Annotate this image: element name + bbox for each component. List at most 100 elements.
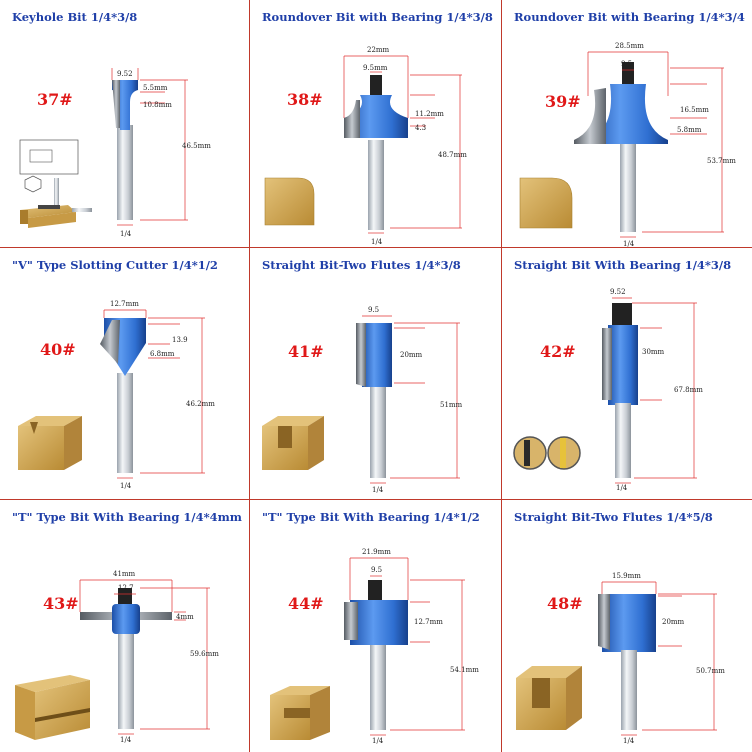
dim-label: 12.7mm <box>414 618 443 626</box>
item-number: 37# <box>37 90 73 109</box>
dim-label: 53.7mm <box>707 157 736 165</box>
keyhole-bit-diagram: 9.52 5.5mm 10.8mm 46.5mm 1/4 <box>19 68 211 238</box>
dim-label: 9.5 <box>368 306 379 314</box>
shank <box>368 140 384 230</box>
dim-label: 4mm <box>176 613 194 621</box>
panel-title: "T" Type Bit With Bearing 1/4*4mm <box>12 510 242 524</box>
wood-sample <box>262 416 324 470</box>
dim-label: 9.52 <box>117 70 133 78</box>
carbide-tip <box>602 328 612 400</box>
roundover-bit-diagram: 28.5mm 9.5 16.5mm 5.8mm 53.7mm 1/4 <box>519 42 736 248</box>
dim-label: 15.9mm <box>612 572 641 580</box>
dim-label: 1/4 <box>120 736 132 744</box>
dim-label: 5.5mm <box>143 84 168 92</box>
dim-label: 54.1mm <box>450 666 479 674</box>
dim-label: 20mm <box>400 351 423 359</box>
dim-label: 4.3 <box>415 124 426 132</box>
panel-title: Straight Bit-Two Flutes 1/4*5/8 <box>514 510 713 524</box>
dim-label: 12.7 <box>118 584 134 592</box>
shank <box>370 383 386 478</box>
panel-48-straight-bit: Straight Bit-Two Flutes 1/4*5/8 48# 15.9… <box>502 500 752 752</box>
wood-sample <box>516 666 582 730</box>
dim-label: 6.8mm <box>150 350 175 358</box>
dim-label: 5.8mm <box>677 126 702 134</box>
item-number: 40# <box>40 340 76 359</box>
panel-38-roundover-bit: Roundover Bit with Bearing 1/4*3/8 38# 2… <box>250 0 502 248</box>
dim-label: 46.5mm <box>182 142 211 150</box>
cutter-head <box>602 594 656 652</box>
dim-label: 9.5mm <box>363 64 388 72</box>
carbide-tip <box>598 594 610 650</box>
carbide-tip <box>100 320 120 364</box>
dim-label: 50.7mm <box>696 667 725 675</box>
dim-label: 1/4 <box>623 737 635 745</box>
dim-label: 20mm <box>662 618 685 626</box>
wood-sample <box>18 416 82 470</box>
shank <box>620 142 636 232</box>
dim-label: 1/4 <box>371 238 383 246</box>
panel-44-t-type-bit: "T" Type Bit With Bearing 1/4*1/2 44# 21… <box>250 500 502 752</box>
hex-icon <box>24 175 42 193</box>
cutter-head <box>362 323 392 387</box>
dim-label: 9.5 <box>371 566 382 574</box>
shank <box>117 125 133 220</box>
dim-label: 1/4 <box>623 240 635 248</box>
panel-40-v-slotting-cutter: "V" Type Slotting Cutter 1/4*1/2 40# 12.… <box>0 248 250 500</box>
v-cutter-diagram: 12.7mm 13.9 6.8mm 46.2mm 1/4 <box>18 300 215 490</box>
carbide-tip <box>356 323 366 387</box>
shank <box>118 634 134 729</box>
dim-label: 28.5mm <box>615 42 644 50</box>
item-number: 38# <box>287 90 323 109</box>
panel-title: Roundover Bit with Bearing 1/4*3/4 <box>514 10 745 24</box>
dim-label: 30mm <box>642 348 665 356</box>
item-number: 39# <box>545 92 581 111</box>
carbide-tip <box>112 80 120 128</box>
bearing <box>368 580 382 600</box>
roundover-bit-diagram: 22mm 9.5mm 11.2mm 4.3 48.7mm 1/4 <box>264 46 467 246</box>
panel-42-straight-bit-bearing: Straight Bit With Bearing 1/4*3/8 42# 9.… <box>502 248 752 500</box>
shank <box>117 373 133 473</box>
dim-label: 41mm <box>113 570 136 578</box>
carbide-tip <box>574 88 606 144</box>
dim-label: 1/4 <box>372 737 384 745</box>
panel-37-keyhole-bit: Keyhole Bit 1/4*3/8 37# 9.52 5.5mm 10.8m… <box>0 0 250 248</box>
wood-sample <box>264 177 315 226</box>
bearing <box>118 588 132 606</box>
wood-sample <box>15 675 90 740</box>
cutter-head <box>608 325 638 405</box>
dim-label: 51mm <box>440 401 463 409</box>
carbide-tip <box>344 602 358 640</box>
panel-title: Roundover Bit with Bearing 1/4*3/8 <box>262 10 493 24</box>
dim-label: 48.7mm <box>438 151 467 159</box>
panel-title: Straight Bit With Bearing 1/4*3/8 <box>514 258 732 272</box>
straight-bit-diagram: 9.5 20mm 51mm 1/4 <box>262 306 463 494</box>
straight-bit-diagram: 15.9mm 20mm 50.7mm 1/4 <box>516 572 725 745</box>
dim-label: 16.5mm <box>680 106 709 114</box>
dim-label: 46.2mm <box>186 400 215 408</box>
item-number: 48# <box>547 594 583 613</box>
t-type-bit-diagram: 41mm 12.7 4mm 59.6mm 1/4 <box>15 570 219 744</box>
dim-label: 1/4 <box>120 230 132 238</box>
dim-label: 9.5 <box>621 60 632 68</box>
inset-drawing <box>19 139 79 175</box>
dim-label: 11.2mm <box>415 110 444 118</box>
bearing <box>622 62 634 84</box>
cutter-hub <box>112 604 140 634</box>
wood-sample <box>519 177 573 229</box>
bearing <box>612 303 632 325</box>
panel-title: Straight Bit-Two Flutes 1/4*3/8 <box>262 258 461 272</box>
cutter-head <box>588 84 668 144</box>
dim-label: 59.6mm <box>190 650 219 658</box>
panel-title: "V" Type Slotting Cutter 1/4*1/2 <box>12 258 218 272</box>
usage-photo <box>513 436 581 470</box>
item-number: 44# <box>288 594 324 613</box>
item-number: 43# <box>43 594 79 613</box>
shank <box>621 650 637 730</box>
straight-bit-bearing-diagram: 9.52 30mm 67.8mm 1/4 <box>513 288 703 492</box>
dim-label: 10.8mm <box>143 101 172 109</box>
panel-39-roundover-bit: Roundover Bit with Bearing 1/4*3/4 39# 2… <box>502 0 752 248</box>
t-type-bit-diagram: 21.9mm 9.5 12.7mm 54.1mm 1/4 <box>270 548 479 745</box>
panel-43-t-type-bit: "T" Type Bit With Bearing 1/4*4mm 43# 41… <box>0 500 250 752</box>
carbide-tip <box>344 100 360 138</box>
